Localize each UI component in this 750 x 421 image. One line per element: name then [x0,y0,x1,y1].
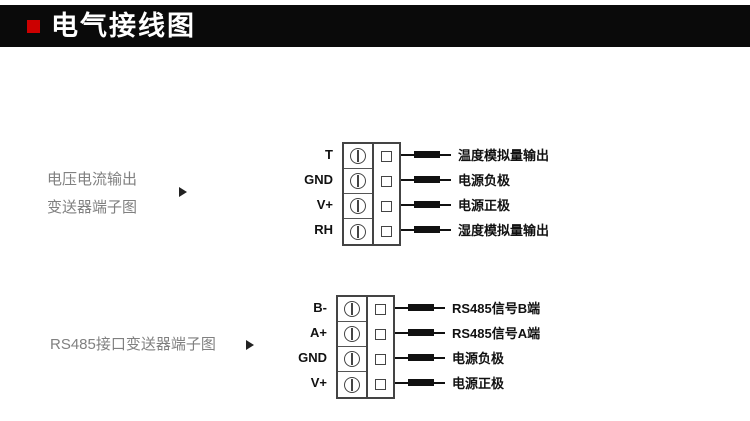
wire-line [395,306,408,309]
signal-row: 电源正极 [395,370,540,395]
wire-line [401,153,414,156]
diagram2-caption: RS485接口变送器端子图 [50,331,216,359]
caption-line: 电压电流输出 [47,171,138,188]
wire-line [440,178,451,181]
wire-slot-icon [374,219,399,244]
page-title: 电气接线图 [51,10,196,41]
wire-slots-column [368,297,393,397]
signal-label: 电源负极 [458,173,511,188]
wire-line [395,381,408,384]
wire-slot-icon [368,372,393,397]
wire-line [401,228,414,231]
signal-row: 电源负极 [401,167,549,192]
signal-label: 温度模拟量输出 [458,148,550,163]
screw-terminal-icon [344,169,372,194]
wire-slots-column [374,144,399,244]
signal-labels-column: RS485信号B端 RS485信号A端电源负极电源正极 [395,295,540,395]
wire-line [395,356,408,359]
terminal-block [336,295,395,399]
screw-terminals-column [338,297,368,397]
wire-slot-icon [374,194,399,219]
screw-terminal-icon [344,194,372,219]
pin-label: B- [313,300,327,315]
signal-label: RS485信号A端 [452,326,541,341]
screw-terminal-icon [338,347,366,372]
pin-labels-column: B- A+ GND V+ [298,295,336,395]
pin-label: T [325,147,333,162]
signal-row: 温度模拟量输出 [401,142,549,167]
signal-row: RS485信号A端 [395,320,540,345]
signal-row: 电源负极 [395,345,540,370]
screw-terminal-icon [338,297,366,322]
wire-line [434,306,445,309]
caption-line: RS485接口变送器端子图 [50,336,216,353]
screw-terminal-icon [338,322,366,347]
wire-bar-icon [414,201,440,208]
signal-label: 湿度模拟量输出 [458,223,550,238]
wire-bar-icon [408,379,434,386]
wire-line [440,203,451,206]
wire-line [401,178,414,181]
signal-label: 电源正极 [452,376,505,391]
red-square-icon [27,19,40,33]
screw-terminal-icon [344,144,372,169]
wire-line [395,331,408,334]
pin-labels-column: T GND V+ RH [304,142,342,242]
wire-slot-icon [368,347,393,372]
signal-label: 电源正极 [458,198,511,213]
signal-label: 电源负极 [452,351,505,366]
screw-terminal-icon [344,219,372,244]
wire-slot-icon [374,144,399,169]
pin-label: GND [304,172,333,187]
terminal-diagram-voltage-current: T GND V+ RH 温度模拟量输出电源负极电源正极湿度模拟量输出 [304,142,549,246]
terminal-diagram-rs485: B- A+ GND V+ RS485信号B端 RS485信号A端电源负极电源正极 [298,295,540,399]
signal-label: RS485信号B端 [452,301,541,316]
pointer-arrow-icon [179,187,187,197]
wire-slot-icon [374,169,399,194]
signal-row: RS485信号B端 [395,295,540,320]
wire-bar-icon [414,226,440,233]
wire-slot-icon [368,322,393,347]
pointer-arrow-icon [246,340,254,350]
diagram1-caption: 电压电流输出 变送器端子图 [47,166,137,222]
wire-bar-icon [408,329,434,336]
wire-line [401,203,414,206]
pin-label: GND [298,350,327,365]
pin-label: V+ [310,375,327,390]
pin-label: RH [314,222,333,237]
wire-slot-icon [368,297,393,322]
pin-label: A+ [310,325,327,340]
terminal-block [342,142,401,246]
signal-row: 电源正极 [401,192,549,217]
screw-terminal-icon [338,372,366,397]
wire-line [440,153,451,156]
wire-bar-icon [414,176,440,183]
wire-line [434,356,445,359]
wire-bar-icon [414,151,440,158]
screw-terminals-column [344,144,374,244]
wire-line [434,331,445,334]
pin-label: V+ [316,197,333,212]
wire-line [434,381,445,384]
signal-row: 湿度模拟量输出 [401,217,549,242]
signal-labels-column: 温度模拟量输出电源负极电源正极湿度模拟量输出 [401,142,549,242]
caption-line: 变送器端子图 [47,199,138,216]
page-header: 电气接线图 [0,5,750,47]
wire-line [440,228,451,231]
wire-bar-icon [408,354,434,361]
wire-bar-icon [408,304,434,311]
